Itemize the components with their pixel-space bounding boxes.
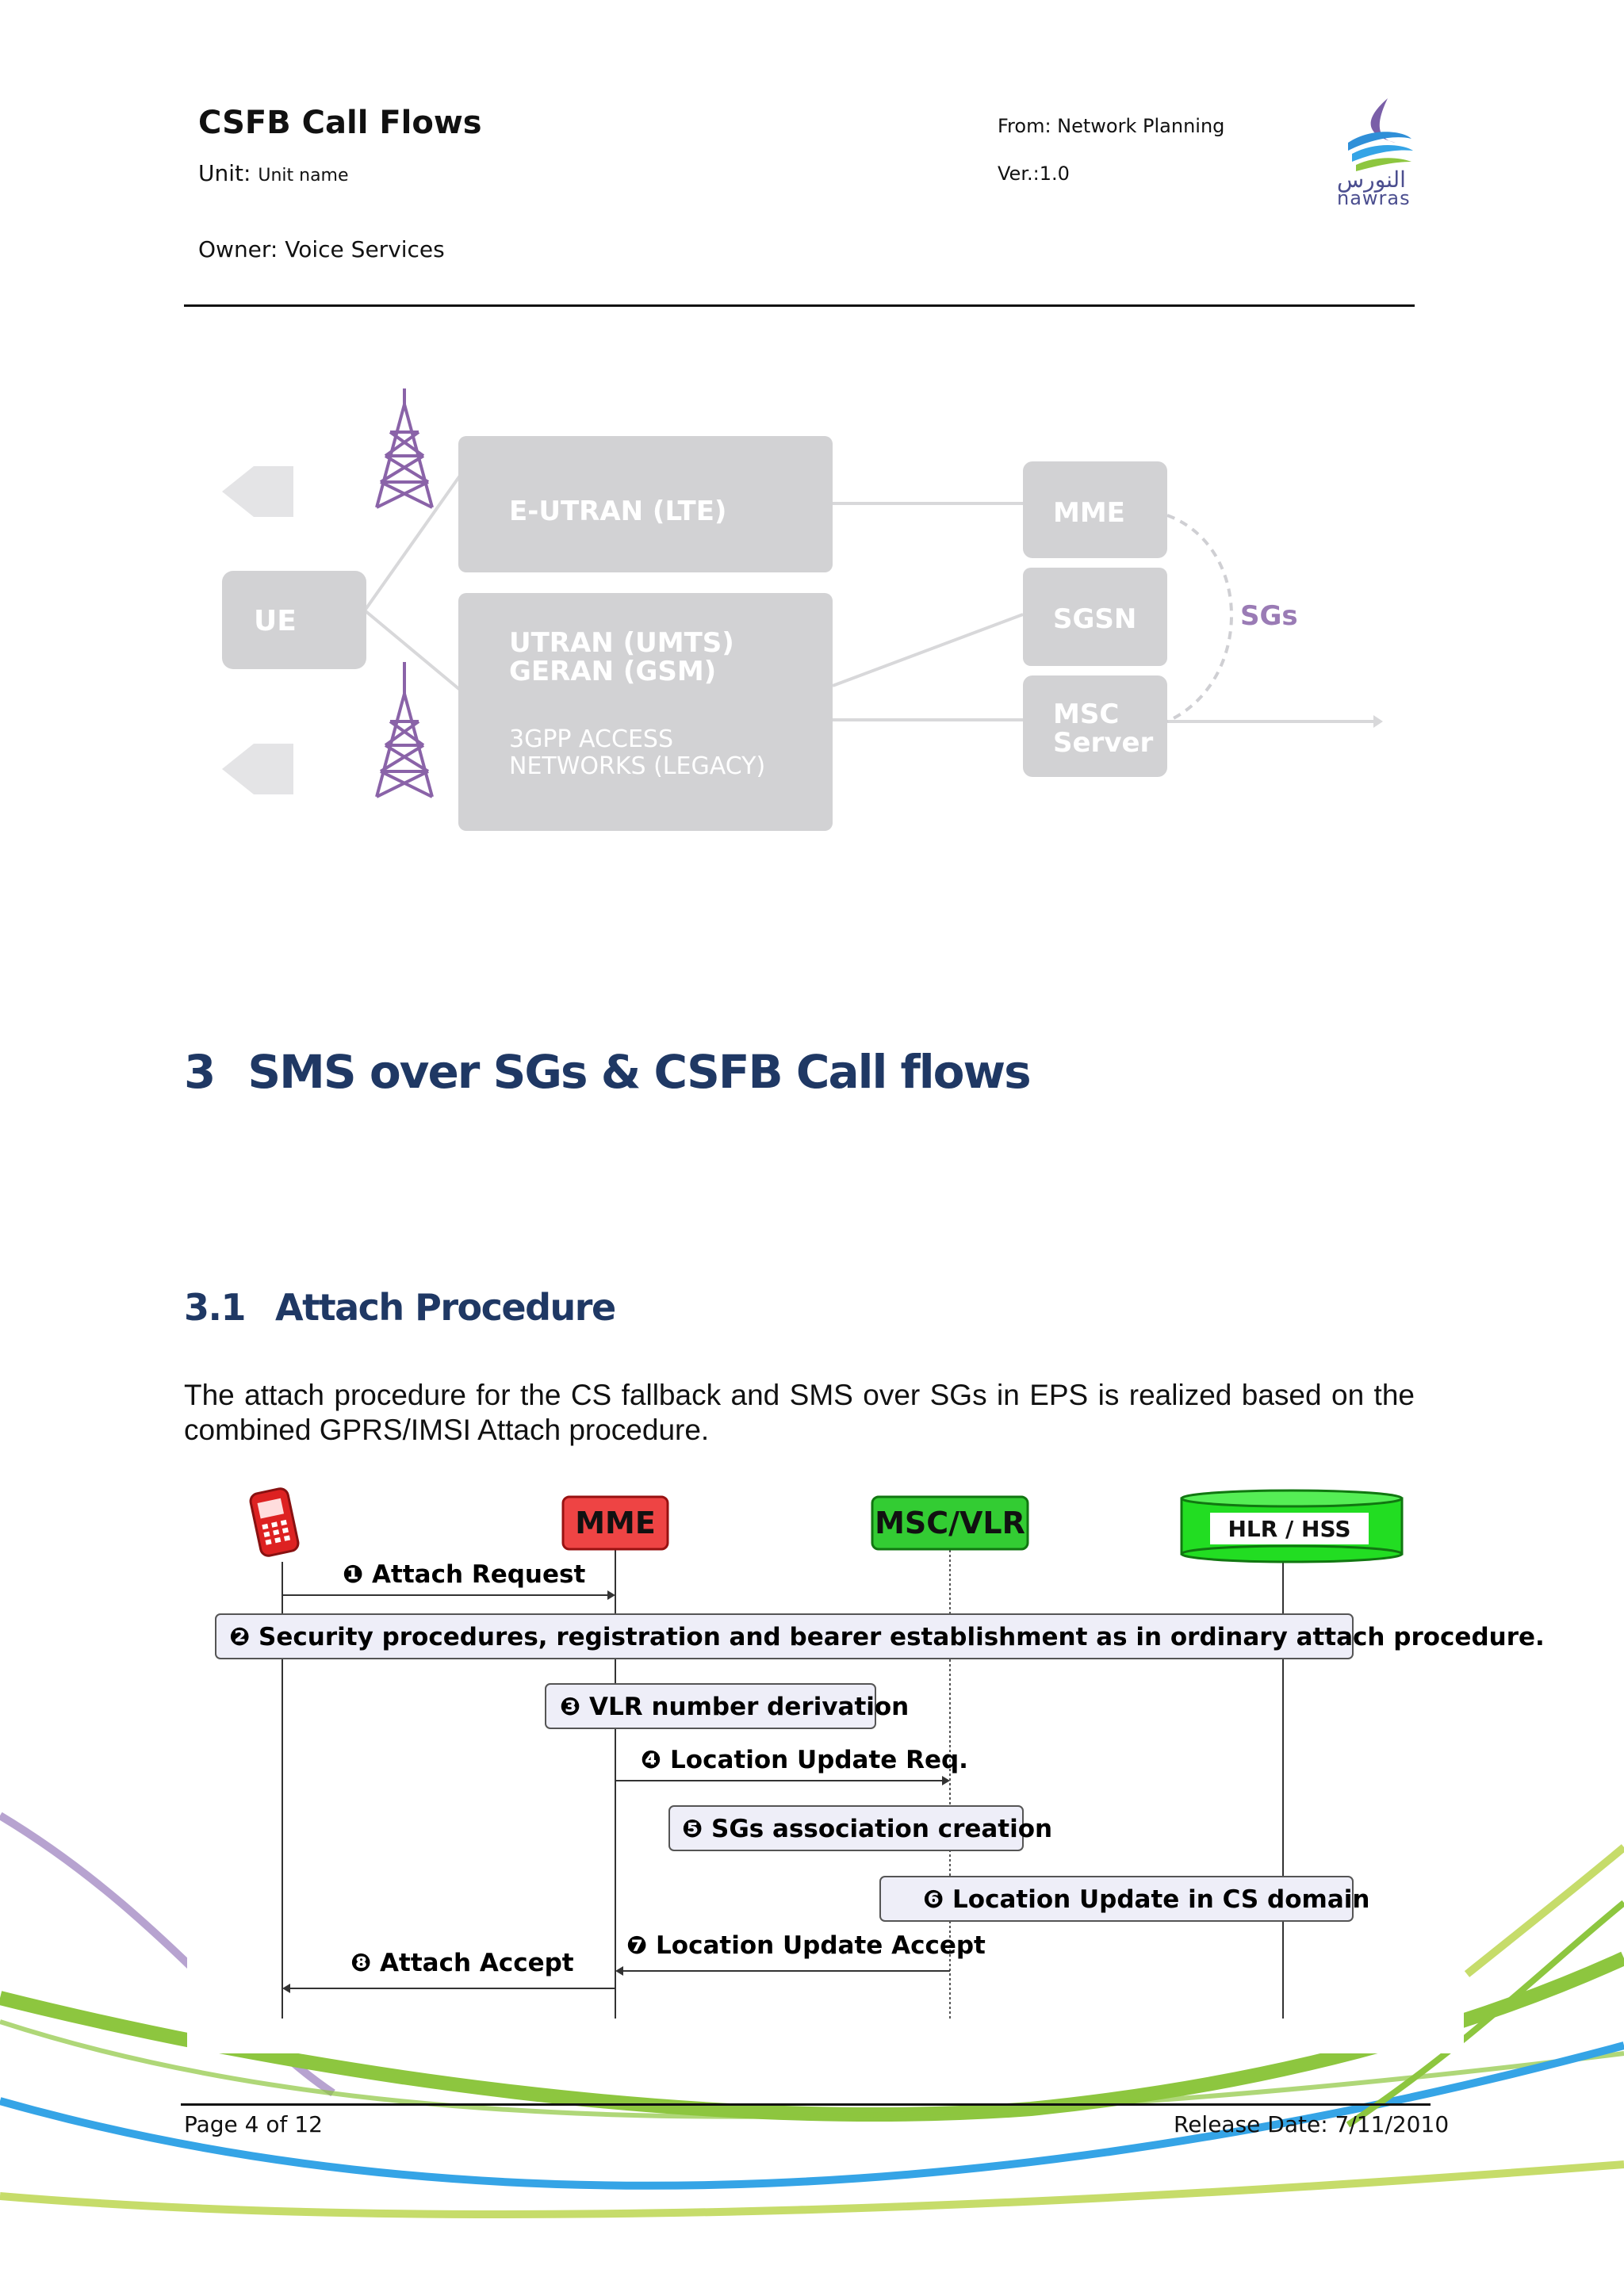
access-label-2: NETWORKS (LEGACY) bbox=[509, 752, 765, 780]
section-heading: 3 SMS over SGs & CSFB Call flows bbox=[184, 1045, 1032, 1099]
footer-divider bbox=[181, 2103, 1431, 2106]
antenna-tower-icon bbox=[375, 388, 434, 509]
msc-box bbox=[1023, 675, 1167, 777]
attach-sequence-diagram: MME MSC/VLR HLR / HSS ❶ Attach Request ❷… bbox=[215, 1487, 1545, 2019]
step-8-label: ❽ Attach Accept bbox=[350, 1949, 574, 1977]
document-title: CSFB Call Flows bbox=[198, 105, 482, 141]
section-title: SMS over SGs & CSFB Call flows bbox=[247, 1045, 1031, 1099]
connection-lines bbox=[363, 474, 1373, 723]
step-6-box bbox=[879, 1876, 1354, 1922]
step-1-label: ❶ Attach Request bbox=[343, 1560, 585, 1589]
mme-node-label: MME bbox=[575, 1506, 656, 1540]
mme-box bbox=[1023, 461, 1167, 558]
step-3-box bbox=[545, 1683, 876, 1729]
hlr-node bbox=[1180, 1489, 1404, 1563]
antenna-signal-top bbox=[222, 466, 293, 517]
step-2-box bbox=[215, 1613, 1354, 1659]
from-line: From: Network Planning bbox=[998, 115, 1225, 137]
unit-label: Unit: bbox=[198, 160, 251, 186]
step-2-label: ❷ Security procedures, registration and … bbox=[229, 1623, 1545, 1651]
step-5-box bbox=[668, 1805, 1024, 1851]
nawras-logo bbox=[1348, 98, 1413, 171]
owner-line: Owner: Voice Services bbox=[198, 236, 445, 262]
step-5-label: ❺ SGs association creation bbox=[682, 1815, 1052, 1843]
sgsn-box bbox=[1023, 568, 1167, 666]
subsection-number: 3.1 bbox=[184, 1286, 247, 1329]
antenna-tower-icon bbox=[375, 662, 434, 798]
ue-box bbox=[222, 571, 366, 669]
sgs-interface-arc bbox=[1166, 514, 1233, 723]
geran-label: GERAN (GSM) bbox=[509, 656, 716, 687]
step-3-label: ❸ VLR number derivation bbox=[560, 1693, 909, 1721]
msc-node bbox=[871, 1495, 1029, 1551]
msc-label-2: Server bbox=[1053, 727, 1154, 759]
subsection-title: Attach Procedure bbox=[275, 1286, 616, 1329]
step-7-label: ❼ Location Update Accept bbox=[626, 1931, 986, 1960]
eutran-box bbox=[458, 436, 833, 572]
eutran-label: E-UTRAN (LTE) bbox=[509, 496, 726, 527]
step-4-label: ❹ Location Update Req. bbox=[641, 1746, 968, 1774]
antenna-signal-bottom bbox=[222, 744, 293, 794]
unit-value: Unit name bbox=[258, 166, 349, 186]
release-date: Release Date: 7/11/2010 bbox=[1174, 2111, 1450, 2137]
utran-box bbox=[458, 593, 833, 831]
step-6-label: ❻ Location Update in CS domain bbox=[923, 1885, 1369, 1914]
utran-label: UTRAN (UMTS) bbox=[509, 627, 734, 659]
page-number: Page 4 of 12 bbox=[184, 2111, 323, 2137]
sgs-label: SGs bbox=[1240, 600, 1298, 632]
ue-label: UE bbox=[254, 605, 297, 637]
version-line: Ver.:1.0 bbox=[998, 163, 1070, 185]
header-divider bbox=[184, 304, 1415, 307]
msc-label-1: MSC bbox=[1053, 698, 1119, 730]
mme-node bbox=[561, 1495, 669, 1551]
unit-line: Unit: Unit name bbox=[198, 160, 349, 186]
access-label-1: 3GPP ACCESS bbox=[509, 725, 673, 753]
subsection-heading: 3.1 Attach Procedure bbox=[184, 1286, 616, 1329]
section-number: 3 bbox=[184, 1045, 216, 1099]
architecture-diagram: UE E-UTRAN (LTE) UTRAN (UMTS) GERAN (GSM… bbox=[222, 388, 1383, 831]
sgsn-label: SGSN bbox=[1053, 603, 1136, 635]
mobile-phone-icon bbox=[249, 1487, 300, 1557]
msc-node-label: MSC/VLR bbox=[875, 1506, 1025, 1540]
logo-arabic-text: النورس bbox=[1337, 166, 1406, 193]
decorative-swoosh bbox=[0, 1792, 1624, 2218]
flow-arrowhead bbox=[1373, 715, 1383, 728]
mme-label: MME bbox=[1053, 497, 1125, 529]
hlr-node-label: HLR / HSS bbox=[1228, 1516, 1350, 1542]
body-paragraph: The attach procedure for the CS fallback… bbox=[184, 1379, 1415, 1446]
logo-text: nawras bbox=[1337, 187, 1411, 209]
